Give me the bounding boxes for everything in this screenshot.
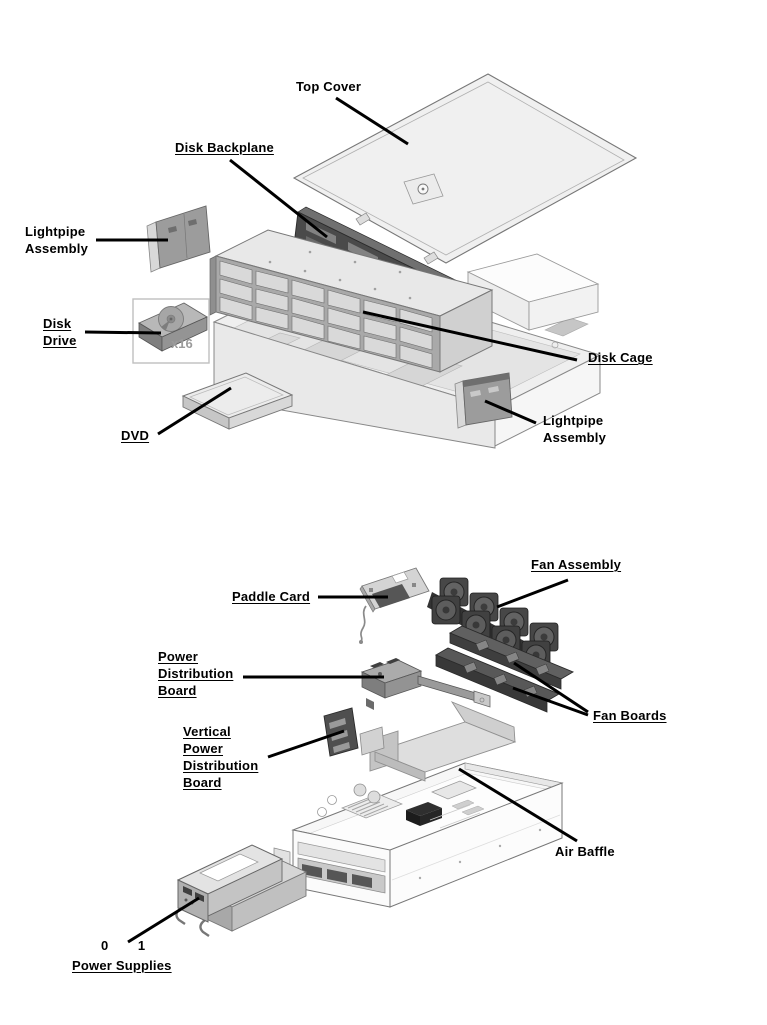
leader-top-cover (335, 96, 409, 146)
label-power-supplies: Power Supplies (72, 958, 172, 973)
lightpipe-assembly-right-drawing (454, 372, 513, 429)
label-disk-drive: Disk Drive (43, 316, 77, 348)
label-power-supply-slot-1: 1 (137, 938, 146, 953)
label-power-distribution-board: Power Distribution Board (158, 649, 234, 698)
leader-air-baffle (458, 767, 578, 843)
leader-disk-cage (362, 310, 578, 362)
label-power-supply-slot-0: 0 (101, 938, 109, 953)
leader-lines (84, 96, 589, 944)
lightpipe-assembly-left-drawing (146, 205, 211, 273)
label-air-baffle: Air Baffle (555, 844, 615, 859)
leader-fan-assembly (496, 578, 569, 609)
chassis-lower-drawing (273, 762, 564, 908)
top-cover-drawing (292, 73, 638, 265)
dvd-drawing (181, 372, 294, 430)
disk-drive-drawing (132, 298, 210, 364)
power-supplies-drawing (175, 844, 308, 937)
leader-dvd (157, 386, 232, 436)
vertical-power-distribution-board-drawing (323, 707, 385, 757)
label-fan-assembly: Fan Assembly (531, 557, 622, 572)
label-dvd: DVD (121, 428, 150, 443)
leader-disk-backplane (229, 158, 328, 239)
label-lightpipe-assembly-left: Lightpipe Assembly (25, 224, 89, 256)
label-disk-backplane: Disk Backplane (175, 140, 274, 155)
leader-fan-board-1 (513, 661, 589, 714)
label-vertical-power-distribution-board: Vertical Power Distribution Board (183, 724, 259, 790)
label-power-supply-slot-numbers: 0 1 (101, 938, 145, 953)
leader-vertical-power-distribution-board (267, 729, 345, 759)
leader-lightpipe-right (484, 399, 537, 425)
leader-disk-drive (84, 330, 162, 335)
label-lightpipe-assembly-right: Lightpipe Assembly (543, 413, 607, 445)
air-baffle-drawing (369, 701, 517, 782)
label-paddle-card: Paddle Card (232, 589, 311, 604)
paddle-card-drawing (359, 567, 430, 644)
disk-cage-drawing (209, 229, 494, 373)
leader-fan-board-2 (512, 686, 589, 717)
leader-power-supplies (127, 896, 200, 944)
label-disk-cage: Disk Cage (588, 350, 653, 365)
label-disk-drive-count: x16 (171, 336, 193, 351)
label-top-cover: Top Cover (296, 79, 362, 94)
label-fan-boards: Fan Boards (593, 708, 667, 723)
